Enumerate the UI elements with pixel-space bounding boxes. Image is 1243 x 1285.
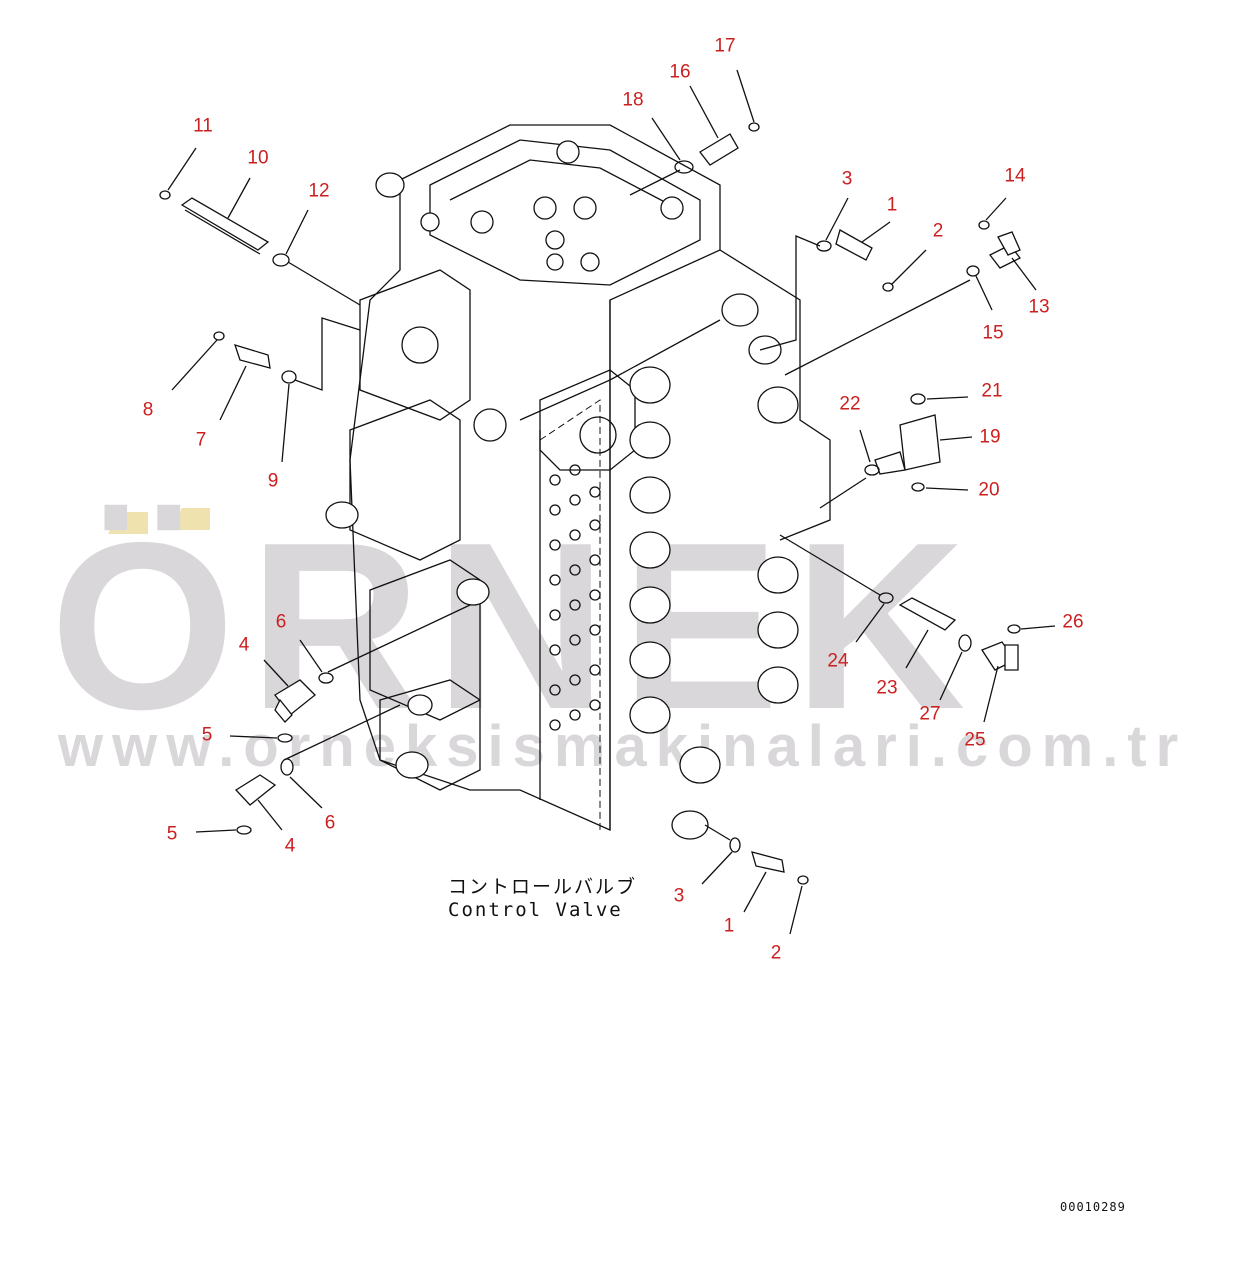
callout-9: 9 bbox=[267, 470, 279, 492]
callout-14: 14 bbox=[1004, 165, 1026, 187]
callout-6-lower: 6 bbox=[324, 812, 336, 834]
callout-24: 24 bbox=[827, 650, 849, 672]
callout-25: 25 bbox=[964, 729, 986, 751]
callout-8: 8 bbox=[142, 399, 154, 421]
callout-16: 16 bbox=[669, 61, 691, 83]
callout-27: 27 bbox=[919, 703, 941, 725]
callout-1-lower: 1 bbox=[723, 915, 735, 937]
callout-3-lower: 3 bbox=[673, 885, 685, 907]
callout-12: 12 bbox=[308, 180, 330, 202]
callout-5-upper: 5 bbox=[201, 724, 213, 746]
callout-13: 13 bbox=[1028, 296, 1050, 318]
callout-2-upper: 2 bbox=[932, 220, 944, 242]
caption-japanese: コントロールバルブ bbox=[448, 876, 638, 898]
callout-7: 7 bbox=[195, 429, 207, 451]
callout-5-lower: 5 bbox=[166, 823, 178, 845]
callout-20: 20 bbox=[978, 479, 1000, 501]
callout-21: 21 bbox=[981, 380, 1003, 402]
callout-4-upper: 4 bbox=[238, 634, 250, 656]
callout-18: 18 bbox=[622, 89, 644, 111]
callout-23: 23 bbox=[876, 677, 898, 699]
valve-body bbox=[325, 124, 831, 840]
callout-11: 11 bbox=[193, 115, 213, 137]
callout-1-upper: 1 bbox=[886, 194, 898, 216]
callout-6-upper: 6 bbox=[275, 611, 287, 633]
callout-15: 15 bbox=[982, 322, 1004, 344]
callout-19: 19 bbox=[979, 426, 1001, 448]
callout-4-lower: 4 bbox=[284, 835, 296, 857]
caption-english: Control Valve bbox=[448, 899, 623, 921]
callout-3-upper: 3 bbox=[841, 168, 853, 190]
callout-26: 26 bbox=[1062, 611, 1084, 633]
callout-22: 22 bbox=[839, 393, 861, 415]
callout-10: 10 bbox=[247, 147, 269, 169]
callout-2-lower: 2 bbox=[770, 942, 782, 964]
drawing-code: 00010289 bbox=[1060, 1200, 1126, 1214]
leader-lines bbox=[167, 69, 1056, 935]
callout-17: 17 bbox=[714, 35, 736, 57]
parts bbox=[159, 122, 1021, 885]
